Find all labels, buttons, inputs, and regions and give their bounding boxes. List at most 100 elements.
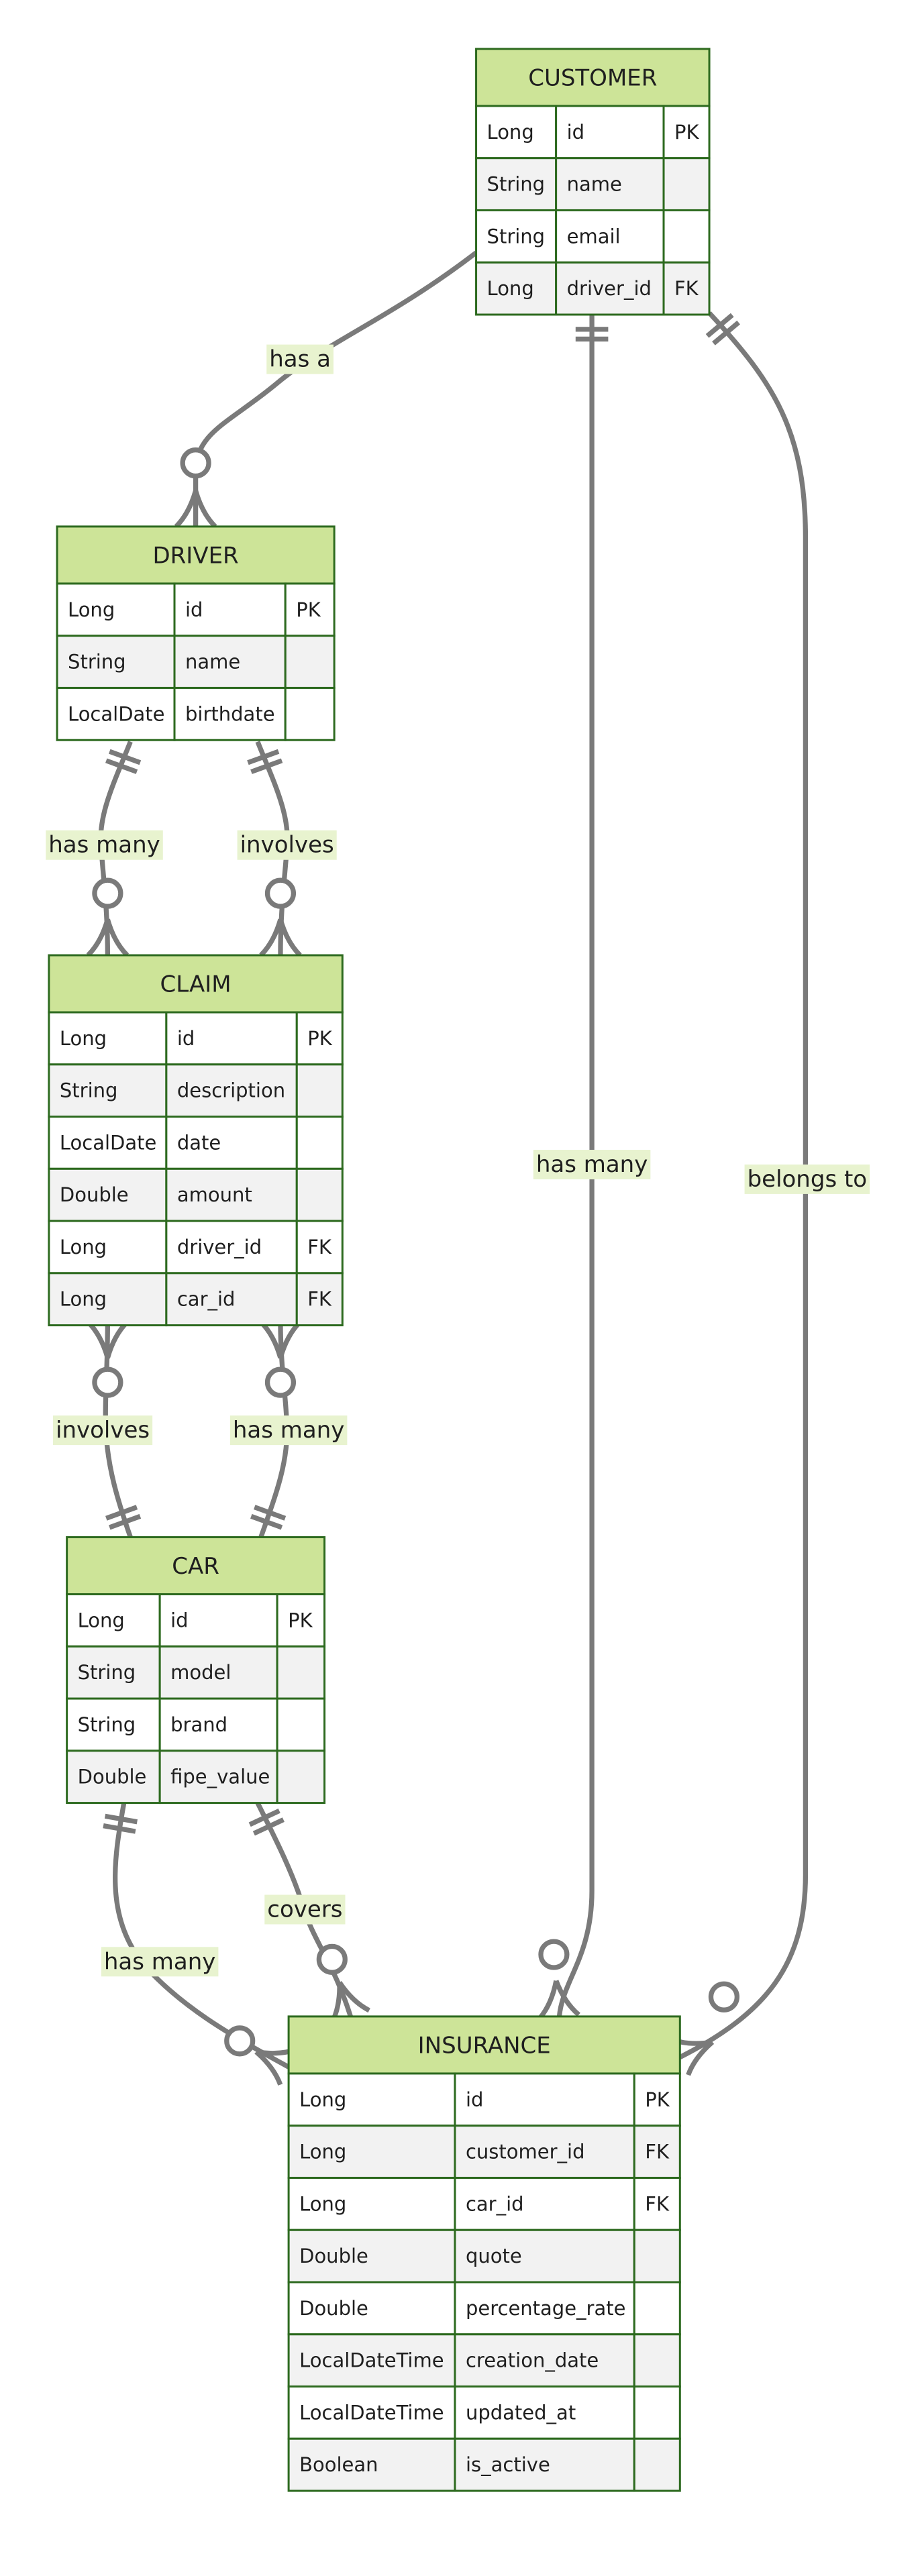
customer-insurance-has-many-one-marker bbox=[575, 327, 609, 342]
customer-driver-zero-circle bbox=[180, 447, 211, 479]
relationship-car-insurance-covers bbox=[248, 1801, 370, 2024]
attribute-type: Long bbox=[299, 2088, 346, 2111]
attribute-row: Long id PK bbox=[56, 582, 336, 637]
attribute-cell bbox=[295, 1220, 344, 1275]
customer-driver-many-marker bbox=[174, 447, 217, 529]
relationship-label: has many bbox=[101, 1947, 219, 1977]
attribute-type: Boolean bbox=[299, 2453, 378, 2476]
attribute-name: amount bbox=[177, 1183, 252, 1206]
attribute-row: Boolean is_active bbox=[287, 2437, 681, 2492]
attribute-type: Double bbox=[299, 2245, 368, 2267]
attribute-name: is_active bbox=[466, 2453, 550, 2476]
attribute-cell bbox=[633, 2176, 681, 2231]
attribute-cell bbox=[633, 2229, 681, 2284]
attribute-key: PK bbox=[288, 1609, 313, 1631]
entity-header bbox=[66, 1536, 326, 1596]
claim-car-has-many-one-marker bbox=[250, 1505, 287, 1530]
attribute-cell bbox=[276, 1645, 326, 1700]
attribute-type: LocalDate bbox=[60, 1131, 156, 1154]
relationship-label-text: has many bbox=[48, 832, 160, 859]
attribute-name: id bbox=[466, 2088, 483, 2111]
attribute-type: Long bbox=[60, 1027, 107, 1050]
attribute-type: String bbox=[68, 651, 126, 674]
attribute-key: FK bbox=[307, 1236, 332, 1258]
attribute-cell bbox=[48, 1116, 168, 1170]
attribute-name: customer_id bbox=[466, 2141, 585, 2163]
attribute-cell bbox=[454, 2125, 635, 2179]
attribute-type: Long bbox=[78, 1609, 125, 1631]
attribute-cell bbox=[284, 582, 336, 637]
attribute-name: quote bbox=[466, 2245, 522, 2267]
relationship-label-bg bbox=[229, 1415, 348, 1446]
attribute-cell bbox=[633, 2385, 681, 2440]
attribute-cell bbox=[454, 2385, 635, 2440]
car-insurance-covers-zero-circle bbox=[316, 1943, 348, 1975]
car-insurance-has-many-one-marker bbox=[103, 1813, 138, 1834]
attribute-type: Long bbox=[487, 277, 534, 300]
relationship-line bbox=[113, 1802, 290, 2070]
relationship-label: has many bbox=[46, 830, 163, 860]
relationship-label-bg bbox=[744, 1164, 870, 1194]
attribute-name: car_id bbox=[177, 1288, 236, 1311]
attribute-key: FK bbox=[645, 2141, 670, 2163]
customer-insurance-belongs-zero-circle bbox=[708, 1981, 740, 2012]
attribute-name: creation_date bbox=[466, 2349, 599, 2372]
customer-insurance-has-many-zero-circle bbox=[538, 1939, 570, 1970]
attribute-name: birthdate bbox=[185, 702, 275, 725]
attribute-type: Long bbox=[68, 598, 115, 621]
driver-claim-has-many-zero-circle bbox=[92, 877, 123, 909]
attribute-name: driver_id bbox=[177, 1236, 262, 1258]
relationship-label-text: covers bbox=[267, 1896, 342, 1923]
attribute-cell bbox=[295, 1167, 344, 1222]
attribute-name: driver_id bbox=[567, 277, 652, 300]
attribute-type: Long bbox=[60, 1288, 107, 1311]
attribute-cell bbox=[173, 686, 287, 741]
attribute-cell bbox=[284, 686, 336, 741]
attribute-name: id bbox=[185, 598, 203, 621]
attribute-cell bbox=[165, 1116, 298, 1170]
claim-car-involves-zero-circle bbox=[92, 1366, 123, 1398]
attribute-cell bbox=[158, 1697, 278, 1752]
relationship-label: involves bbox=[53, 1415, 153, 1446]
relationship-customer-driver bbox=[174, 221, 509, 529]
entity-title: CLAIM bbox=[160, 971, 232, 998]
attribute-type: Double bbox=[78, 1766, 147, 1788]
relationship-line bbox=[193, 250, 478, 527]
attribute-name: fipe_value bbox=[170, 1766, 270, 1788]
attribute-cell bbox=[295, 1011, 344, 1066]
attribute-name: description bbox=[177, 1079, 285, 1102]
attribute-cell bbox=[475, 105, 558, 160]
car-insurance-has-many-many-marker bbox=[224, 2025, 298, 2086]
attribute-cell bbox=[295, 1272, 344, 1327]
attribute-cell bbox=[66, 1645, 161, 1700]
attribute-cell bbox=[295, 1116, 344, 1170]
customer-insurance-belongs-one-marker bbox=[705, 313, 740, 345]
driver-claim-has-many-many-marker bbox=[86, 877, 130, 957]
attribute-row: Double fipe_value bbox=[66, 1750, 326, 1805]
attribute-cell bbox=[158, 1645, 278, 1700]
attribute-cell bbox=[287, 2072, 456, 2127]
attribute-key: PK bbox=[296, 598, 321, 621]
attribute-cell bbox=[287, 2385, 456, 2440]
driver-claim-involves-many-marker bbox=[259, 877, 302, 957]
